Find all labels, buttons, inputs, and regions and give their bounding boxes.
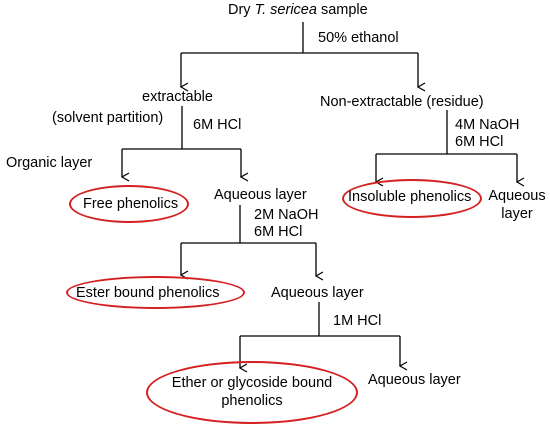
species-name: T. sericea [254,2,317,18]
node-aqueous-layer-3: Aqueous layer [368,372,461,388]
node-aqueous-right-line1: Aqueous [488,188,546,204]
node-aqueous-layer-2: Aqueous layer [271,285,364,301]
step-hcl-6m-b: 6M HCl [455,134,504,150]
node-ether-bound-line2: phenolics [221,393,283,409]
ether-bound-ellipse [146,361,358,424]
ester-bound-ellipse [66,276,245,309]
root-suffix: sample [316,2,368,18]
step-naoh-4m: 4M NaOH [455,117,520,133]
node-aqueous-layer-1: Aqueous layer [214,187,307,203]
step-hcl-6m-c: 6M HCl [254,224,303,240]
node-ester-bound: Ester bound phenolics [76,285,220,301]
root-label: Dry T. sericea sample [228,2,368,19]
step-ethanol: 50% ethanol [318,30,399,46]
node-insoluble-phenolics: Insoluble phenolics [348,189,472,205]
node-organic-layer: Organic layer [6,155,93,171]
node-aqueous-right-line2: layer [501,206,533,222]
insoluble-phenolics-ellipse [342,179,482,218]
root-prefix: Dry [228,2,255,18]
node-non-extractable: Non-extractable (residue) [320,94,484,110]
node-solvent-partition: (solvent partition) [52,110,164,126]
node-ether-bound-line1: Ether or glycoside bound [171,375,333,391]
node-extractable: extractable [142,89,213,105]
free-phenolics-ellipse [69,185,189,223]
step-hcl-6m: 6M HCl [193,117,242,133]
step-naoh-2m: 2M NaOH [254,207,319,223]
step-hcl-1m: 1M HCl [333,313,382,329]
node-free-phenolics: Free phenolics [83,196,179,212]
